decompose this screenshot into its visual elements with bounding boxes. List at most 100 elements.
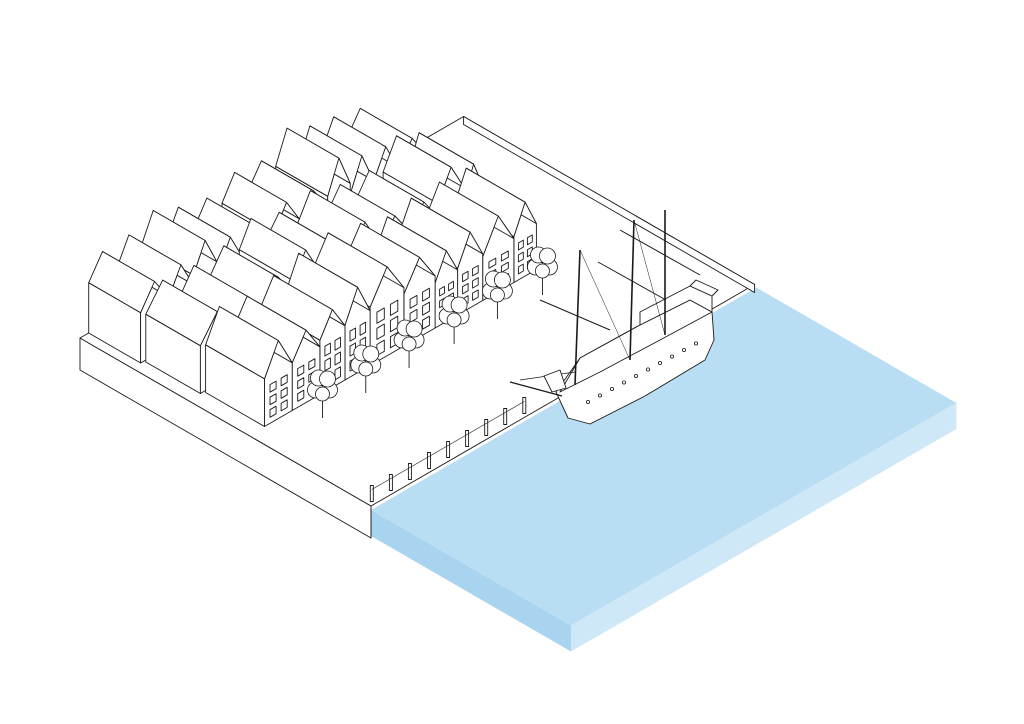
house-window: [439, 285, 445, 297]
house-window: [422, 301, 430, 316]
quay-railing: [505, 401, 525, 413]
ship-rigging: [633, 219, 666, 336]
house-window: [422, 287, 430, 302]
house-window: [422, 315, 430, 330]
house-window: [269, 393, 277, 406]
ship-mainmast: [629, 219, 635, 361]
bollard: [407, 463, 412, 480]
house-window: [526, 234, 533, 246]
house-window: [517, 251, 524, 263]
house-roof-left: [238, 218, 307, 282]
tall-ship: [509, 210, 719, 425]
house-window: [297, 377, 305, 390]
house-window: [462, 283, 469, 295]
tree-foliage: [315, 386, 330, 402]
ship-yard: [597, 261, 667, 301]
quay-railing: [409, 456, 430, 468]
bollard: [427, 452, 431, 469]
tree-foliage: [446, 312, 462, 328]
house-window: [517, 239, 524, 251]
house-window: [462, 270, 469, 283]
tree-foliage: [319, 370, 336, 388]
tree-foliage: [494, 271, 511, 289]
ship-rigging: [579, 249, 631, 361]
ship-porthole: [646, 367, 651, 372]
bollard: [484, 419, 489, 436]
house-window: [297, 364, 305, 377]
tree-foliage: [405, 320, 423, 338]
ship-porthole: [682, 347, 687, 352]
tree-foliage: [535, 263, 550, 279]
bollard: [388, 474, 393, 491]
quay-railing: [447, 434, 468, 446]
house-window: [280, 399, 288, 412]
house-window: [376, 323, 385, 340]
quay-railing: [371, 478, 392, 490]
quay-bollards: [369, 397, 527, 502]
house-window: [448, 280, 454, 292]
water-front-face: [371, 510, 571, 652]
house-window: [517, 263, 524, 275]
house-window: [359, 321, 367, 336]
house-window: [324, 357, 331, 372]
tree-foliage: [358, 361, 374, 377]
house-window: [269, 380, 277, 393]
ship-porthole: [658, 360, 663, 365]
trees: [307, 246, 558, 418]
house-roof-left: [275, 127, 340, 197]
quay-railing: [486, 412, 506, 424]
tree-foliage: [539, 247, 556, 265]
house-window: [500, 250, 509, 262]
tree-foliage: [401, 336, 417, 352]
quay-railing: [390, 467, 411, 479]
ship-stern-roof: [689, 279, 719, 297]
house-window: [334, 351, 341, 366]
ship-porthole: [610, 386, 615, 391]
house-window: [472, 265, 479, 277]
house-window: [409, 308, 418, 323]
house-window: [269, 405, 277, 418]
tree-foliage: [362, 345, 380, 363]
house-window: [334, 366, 341, 381]
ship-porthole: [670, 354, 675, 359]
tree-foliage: [490, 287, 505, 303]
tree-foliage: [450, 296, 468, 314]
ship-figurehead: [543, 369, 567, 393]
house-window: [324, 342, 331, 357]
house-window: [280, 374, 288, 387]
house-window: [308, 358, 316, 371]
house-window: [500, 261, 509, 273]
ship-foremast: [574, 249, 581, 386]
bollard: [465, 430, 470, 447]
water-right-face: [571, 403, 957, 652]
house-window: [349, 327, 356, 342]
ship-bowsprit: [509, 381, 563, 397]
house-window: [280, 386, 288, 399]
ship-yard: [539, 299, 611, 331]
house-window: [389, 299, 399, 316]
ship-porthole: [598, 393, 603, 398]
ship-porthole: [634, 373, 639, 378]
ship-porthole: [622, 380, 627, 385]
house-roof-left: [88, 251, 155, 314]
house-roof-left: [382, 135, 452, 204]
house-roof-left: [205, 306, 279, 380]
ship-yard: [619, 229, 701, 276]
house-window: [472, 289, 479, 301]
house-window: [488, 257, 497, 269]
land-right-face: [463, 116, 756, 293]
house-window: [472, 277, 479, 289]
house-window: [297, 389, 305, 402]
water-body: [370, 287, 957, 652]
house-window: [409, 294, 418, 309]
house-window: [334, 336, 341, 351]
house-window: [389, 315, 399, 333]
bollard: [446, 441, 451, 458]
quay-railing: [428, 445, 449, 457]
quay-railing: [466, 423, 487, 435]
ship-porthole: [694, 341, 699, 346]
bollard: [369, 485, 374, 502]
bollard: [522, 397, 527, 414]
